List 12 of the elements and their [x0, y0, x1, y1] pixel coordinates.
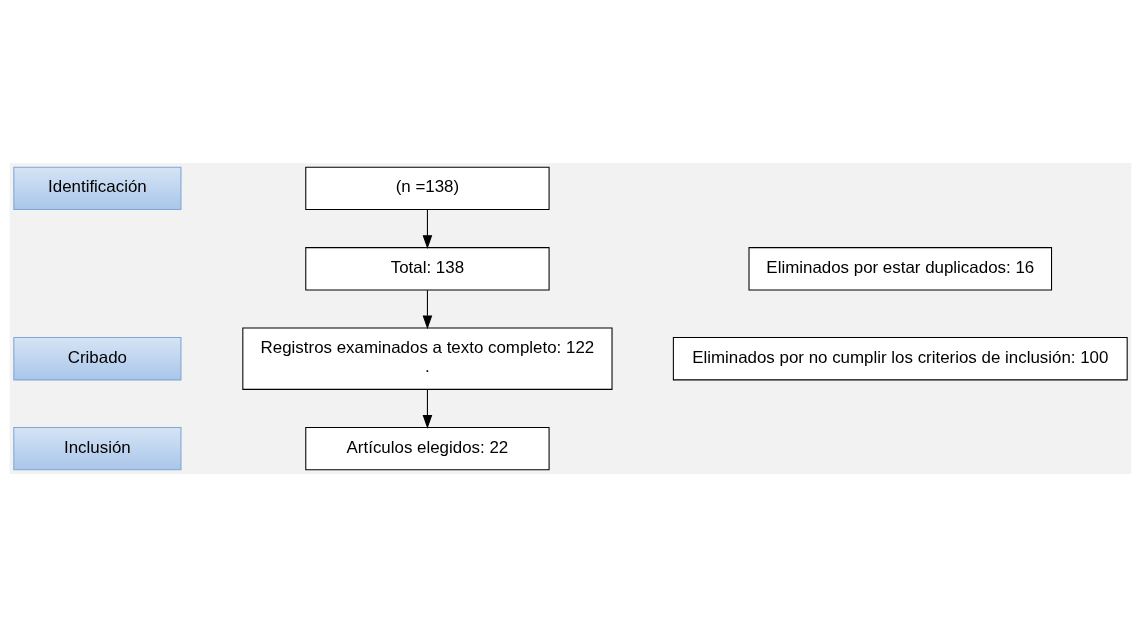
node-box: Artículos elegidos: 22 [305, 426, 550, 471]
arrow [422, 209, 433, 249]
node-box: Identificación [13, 166, 182, 211]
node-box: Total: 138 [305, 247, 550, 291]
node-box: Registros examinados a texto completo: 122 . [242, 327, 613, 390]
arrow [422, 388, 433, 429]
node-box: Eliminados por no cumplir los criterios de inclusión: 100 [672, 337, 1128, 381]
node-box: (n =138) [305, 166, 550, 211]
arrow [422, 289, 433, 330]
node-box: Cribado [13, 337, 182, 381]
node-box: Inclusión [13, 426, 182, 471]
node-box: Eliminados por estar duplicados: 16 [748, 247, 1053, 291]
